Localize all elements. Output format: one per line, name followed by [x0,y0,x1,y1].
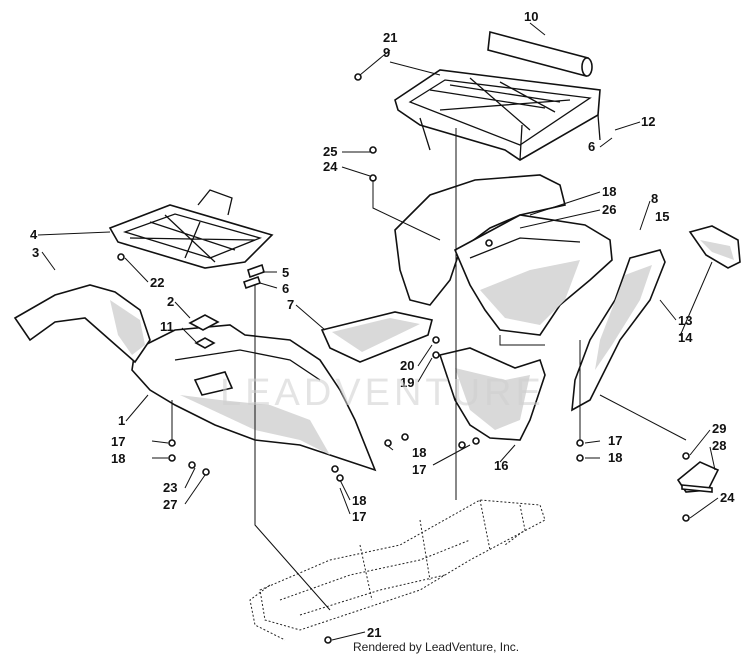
callout-17-mid: 17 [412,462,426,477]
callout-8: 8 [651,191,658,206]
callout-13: 13 [678,313,692,328]
callout-11: 11 [160,319,174,334]
callout-18-mid: 18 [412,445,426,460]
callout-3: 3 [32,245,39,260]
callout-23: 23 [163,480,177,495]
callout-12: 12 [641,114,655,129]
watermark: LEADVENTURE [220,372,545,414]
callout-19: 19 [400,375,414,390]
callout-17-left: 17 [111,434,125,449]
rear-fender [394,174,613,336]
callout-7: 7 [287,297,294,312]
rear-side-panel [438,347,546,441]
callout-18-lower: 18 [352,493,366,508]
callout-21-top: 21 [383,30,397,45]
rack-bolster [487,30,593,78]
callout-10: 10 [524,9,538,24]
callout-2: 2 [167,294,174,309]
callout-4: 4 [30,227,38,242]
callout-27: 27 [163,497,177,512]
callout-24-top: 24 [323,159,338,174]
side-panel [320,311,433,363]
callout-1: 1 [118,413,125,428]
chassis-frame [249,499,546,641]
callout-25: 25 [323,144,337,159]
callout-22: 22 [150,275,164,290]
callout-26: 26 [602,202,616,217]
callout-17-lower: 17 [352,509,366,524]
callout-labels: 10 21 9 12 6 25 24 18 8 26 15 4 3 22 5 6… [30,9,735,640]
callout-24-right: 24 [720,490,735,505]
callout-18-rear: 18 [602,184,616,199]
callout-5: 5 [282,265,289,280]
callout-18-left: 18 [111,451,125,466]
callout-21-bottom: 21 [367,625,381,640]
rear-rack [394,69,601,161]
callout-9: 9 [383,45,390,60]
callout-15: 15 [655,209,669,224]
leader-lines [37,22,719,641]
rear-mudflap [571,225,741,412]
callout-6-top: 6 [588,139,595,154]
callout-29: 29 [712,421,726,436]
callout-28: 28 [712,438,726,453]
bracket [676,461,720,493]
callout-20: 20 [400,358,414,373]
callout-16: 16 [494,458,508,473]
callout-14: 14 [678,330,693,345]
left-mudflap [13,284,151,364]
callout-17-right: 17 [608,433,622,448]
credit-text: Rendered by LeadVenture, Inc. [353,640,520,654]
fasteners [117,73,690,644]
front-rack [108,189,274,269]
callout-18-right: 18 [608,450,622,465]
callout-6-front: 6 [282,281,289,296]
